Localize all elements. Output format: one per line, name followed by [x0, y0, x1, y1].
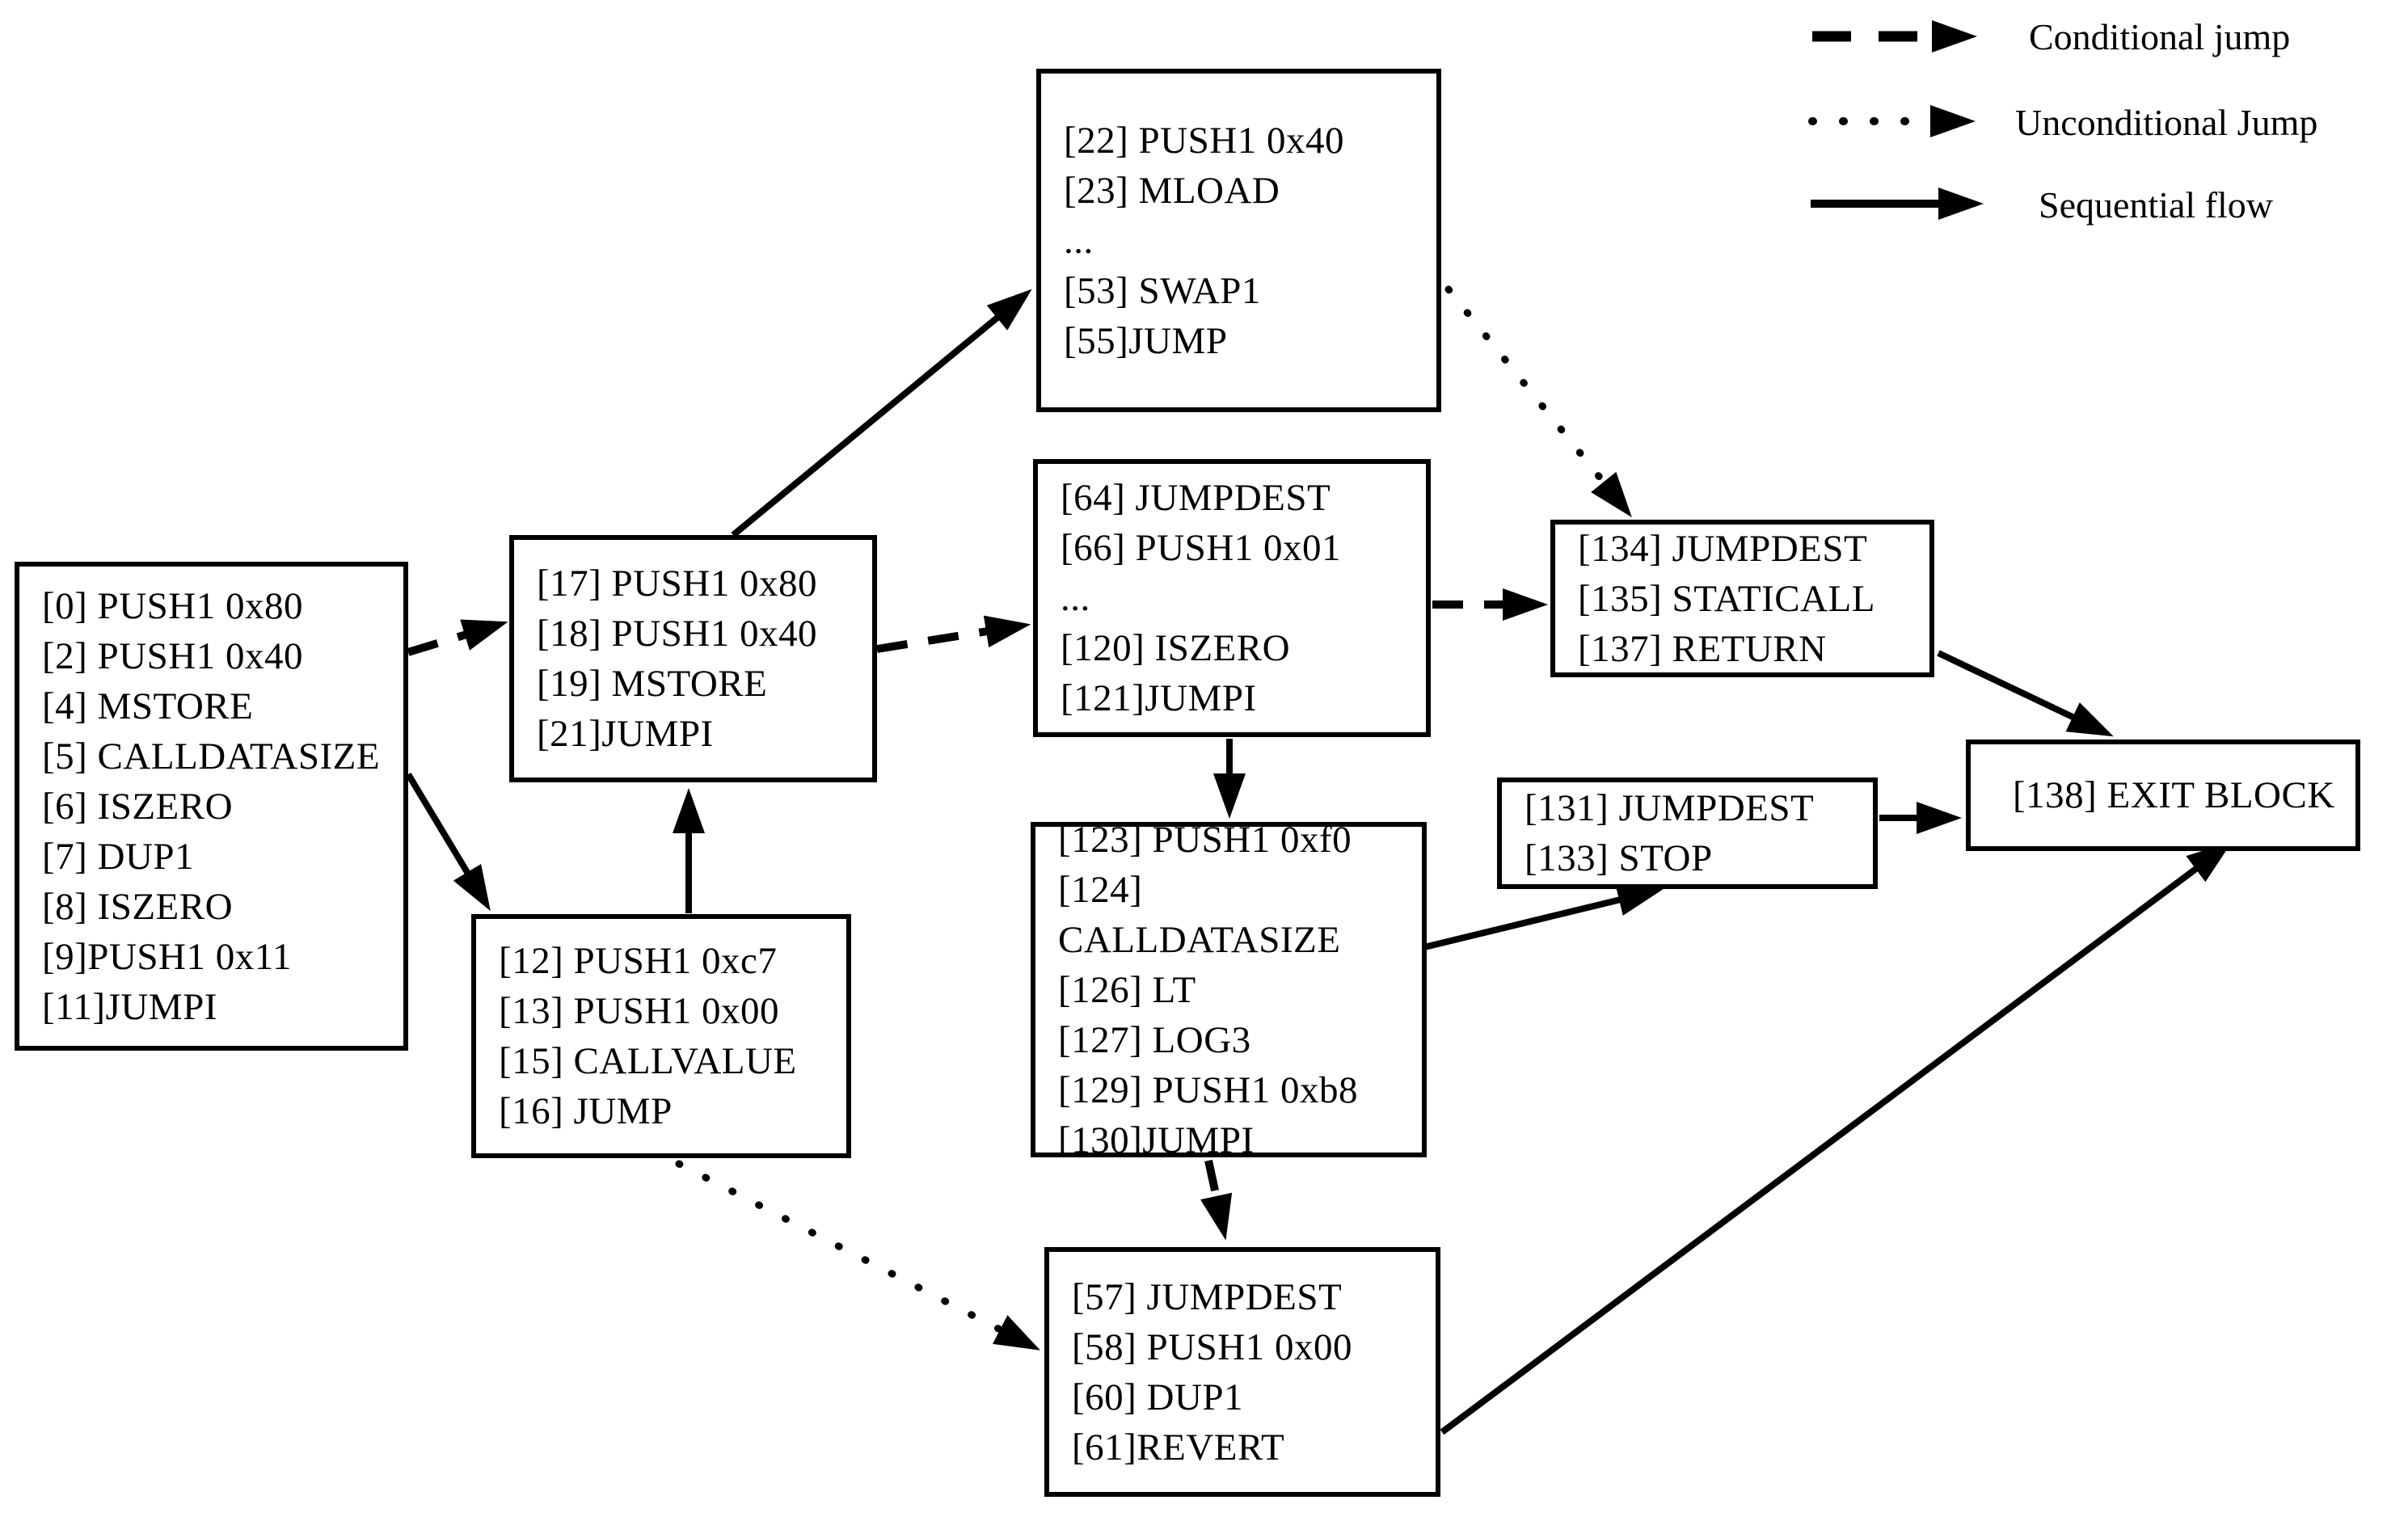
basic-block-22-55: [22] PUSH1 0x40 [23] MLOAD ... [53] SWAP…	[1036, 69, 1441, 412]
edge-123-to-57-conditional	[1200, 1159, 1233, 1241]
block-57-61-instructions: [57] JUMPDEST [58] PUSH1 0x00 [60] DUP1 …	[1072, 1275, 1352, 1469]
edge-17-to-64-conditional	[876, 615, 1031, 653]
basic-block-64-121: [64] JUMPDEST [66] PUSH1 0x01 ... [120] …	[1033, 459, 1431, 737]
block-22-55-instructions: [22] PUSH1 0x40 [23] MLOAD ... [53] SWAP…	[1064, 119, 1344, 362]
edge-12-to-57-unconditional	[675, 1160, 1040, 1351]
block-123-130-instructions: [123] PUSH1 0xf0 [124] CALLDATASIZE [126…	[1058, 818, 1358, 1161]
edge-17-to-22-sequential	[731, 289, 1032, 538]
basic-block-134-137: [134] JUMPDEST [135] STATICALL [137] RET…	[1550, 520, 1934, 677]
legend-label-unconditional-jump: Unconditional Jump	[2015, 102, 2318, 143]
block-17-21-instructions: [17] PUSH1 0x80 [18] PUSH1 0x40 [19] MST…	[537, 563, 817, 755]
basic-block-17-21: [17] PUSH1 0x80 [18] PUSH1 0x40 [19] MST…	[509, 535, 877, 782]
block-0-11-instructions: [0] PUSH1 0x80 [2] PUSH1 0x40 [4] MSTORE…	[42, 584, 381, 1028]
basic-block-0-11: [0] PUSH1 0x80 [2] PUSH1 0x40 [4] MSTORE…	[15, 562, 408, 1051]
block-134-137-instructions: [134] JUMPDEST [135] STATICALL [137] RET…	[1578, 527, 1875, 670]
legend-label-conditional-jump: Conditional jump	[2029, 16, 2291, 57]
edge-123-to-131-sequential	[1423, 884, 1664, 950]
legend-label-sequential-flow: Sequential flow	[2039, 184, 2273, 225]
basic-block-131-133: [131] JUMPDEST [133] STOP	[1497, 777, 1878, 889]
basic-block-123-130: [123] PUSH1 0xf0 [124] CALLDATASIZE [126…	[1031, 819, 1427, 1161]
block-138-label: [138] EXIT BLOCK	[2013, 774, 2335, 816]
edge-0-to-17-conditional	[407, 619, 508, 656]
basic-block-57-61: [57] JUMPDEST [58] PUSH1 0x00 [60] DUP1 …	[1044, 1247, 1440, 1497]
edge-57-to-138-sequential	[1440, 841, 2233, 1435]
block-64-121-instructions: [64] JUMPDEST [66] PUSH1 0x01 ... [120] …	[1061, 477, 1341, 719]
edge-0-to-12-sequential	[405, 772, 491, 912]
basic-block-12-16: [12] PUSH1 0xc7 [13] PUSH1 0x00 [15] CAL…	[471, 914, 851, 1158]
block-131-133-instructions: [131] JUMPDEST [133] STOP	[1525, 787, 1815, 879]
edge-134-to-138-sequential	[1937, 650, 2114, 737]
edge-22-to-134-unconditional	[1444, 285, 1632, 518]
block-12-16-instructions: [12] PUSH1 0xc7 [13] PUSH1 0x00 [15] CAL…	[499, 940, 797, 1132]
exit-block-138: [138] EXIT BLOCK	[1966, 740, 2360, 851]
